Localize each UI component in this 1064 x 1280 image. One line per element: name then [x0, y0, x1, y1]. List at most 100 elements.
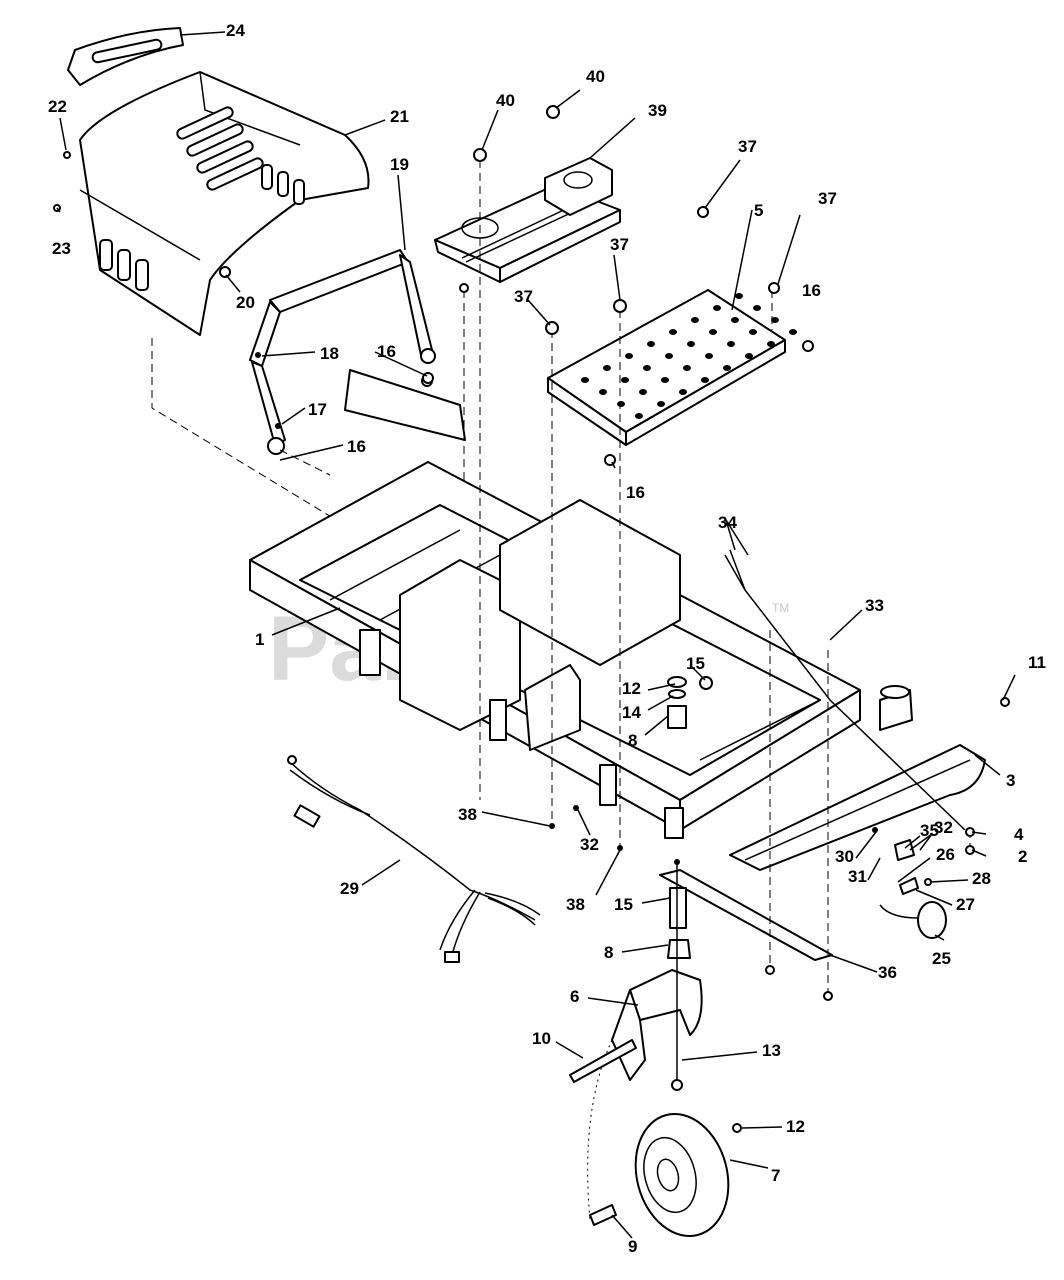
callout-36: 36: [878, 963, 897, 982]
callout-2: 2: [1018, 847, 1027, 866]
callout-16-bracket: 16: [377, 342, 396, 361]
callout-37-mid: 37: [610, 235, 629, 254]
floor-hole: [713, 305, 721, 311]
callout-10: 10: [532, 1029, 551, 1048]
floor-hole: [727, 341, 735, 347]
fasteners: [53, 105, 1010, 1133]
floor-hole: [753, 305, 761, 311]
floor-hole: [603, 365, 611, 371]
callout-35: 35: [920, 821, 939, 840]
callout-20: 20: [236, 293, 255, 312]
floor-hole: [701, 377, 709, 383]
callout-22: 22: [48, 97, 67, 116]
floor-hole: [687, 341, 695, 347]
floor-hole: [625, 353, 633, 359]
floor-hole: [731, 317, 739, 323]
floor-hole: [735, 293, 743, 299]
main-frame: [249, 461, 913, 839]
callout-24: 24: [226, 21, 245, 40]
floor-hole: [643, 365, 651, 371]
floor-hole: [647, 341, 655, 347]
hood-bracket: [249, 249, 466, 455]
axle-bolt: [569, 1039, 637, 1083]
callout-37-right: 37: [818, 189, 837, 208]
floor-hole: [639, 389, 647, 395]
floor-hole: [749, 329, 757, 335]
callout-7: 7: [771, 1166, 780, 1185]
callout-21: 21: [390, 107, 409, 126]
callout-3: 3: [1006, 771, 1015, 790]
callout-4: 4: [1014, 825, 1024, 844]
callout-6: 6: [570, 987, 579, 1006]
callout-40-left: 40: [496, 91, 515, 110]
callout-19: 19: [390, 155, 409, 174]
callout-37-left: 37: [514, 287, 533, 306]
callout-16-under: 16: [626, 483, 645, 502]
callout-29: 29: [340, 879, 359, 898]
callout-5: 5: [754, 201, 763, 220]
floor-hole: [771, 317, 779, 323]
callout-32-right: 32: [934, 818, 953, 837]
callout-15-upper: 15: [686, 654, 705, 673]
callout-18: 18: [320, 344, 339, 363]
callout-labels: 24 22 21 23 19 20 18 17 16 16 16 16 40 4…: [48, 21, 1046, 1256]
floor-plate-holes: [581, 293, 797, 419]
callout-27: 27: [956, 895, 975, 914]
floor-hole: [657, 401, 665, 407]
spindle-stack: [667, 676, 713, 1091]
callout-39: 39: [648, 101, 667, 120]
callout-31: 31: [848, 867, 867, 886]
floor-hole: [683, 365, 691, 371]
floor-hole: [679, 389, 687, 395]
floor-hole: [665, 353, 673, 359]
callout-26: 26: [936, 845, 955, 864]
callout-37-top: 37: [738, 137, 757, 156]
floor-hole: [661, 377, 669, 383]
floor-hole: [789, 329, 797, 335]
callout-40-right: 40: [586, 67, 605, 86]
front-bumper: [729, 744, 986, 871]
callout-15-lower: 15: [614, 895, 633, 914]
callout-8-lower: 8: [604, 943, 613, 962]
floor-hole: [767, 341, 775, 347]
callout-12-upper: 12: [622, 679, 641, 698]
watermark-trademark: TM: [772, 601, 789, 615]
floor-hole: [709, 329, 717, 335]
cable: [724, 549, 966, 831]
callout-16-plate: 16: [802, 281, 821, 300]
floor-hole: [691, 317, 699, 323]
callout-32-left: 32: [580, 835, 599, 854]
floor-hole: [723, 365, 731, 371]
callout-11: 11: [1028, 653, 1046, 672]
floor-plate: [547, 289, 797, 446]
floor-hole: [745, 353, 753, 359]
callout-8-upper: 8: [628, 731, 637, 750]
leader-lines: [56, 31, 1016, 1239]
callout-1: 1: [255, 630, 264, 649]
floor-hole: [621, 377, 629, 383]
hood-vents: [99, 106, 305, 291]
callout-14: 14: [622, 703, 641, 722]
callout-13: 13: [762, 1041, 781, 1060]
callout-9: 9: [628, 1237, 637, 1256]
fastener-lines: [463, 160, 971, 995]
floor-hole: [599, 389, 607, 395]
floor-hole: [705, 353, 713, 359]
hood-phantom-line-2: [279, 449, 331, 476]
caster-wheel: [634, 1112, 730, 1238]
hood-assembly: [79, 71, 370, 336]
control-panel-plate: [434, 157, 621, 283]
callout-17: 17: [308, 400, 327, 419]
callout-16-lower: 16: [347, 437, 366, 456]
callout-33: 33: [865, 596, 884, 615]
callout-12-lower: 12: [786, 1117, 805, 1136]
axle-spacer: [589, 1204, 617, 1226]
callout-30: 30: [835, 847, 854, 866]
callout-23: 23: [52, 239, 71, 258]
callout-25: 25: [932, 949, 951, 968]
callout-28: 28: [972, 869, 991, 888]
floor-hole: [617, 401, 625, 407]
wiring-harness: [287, 755, 541, 963]
callout-34: 34: [718, 513, 737, 532]
